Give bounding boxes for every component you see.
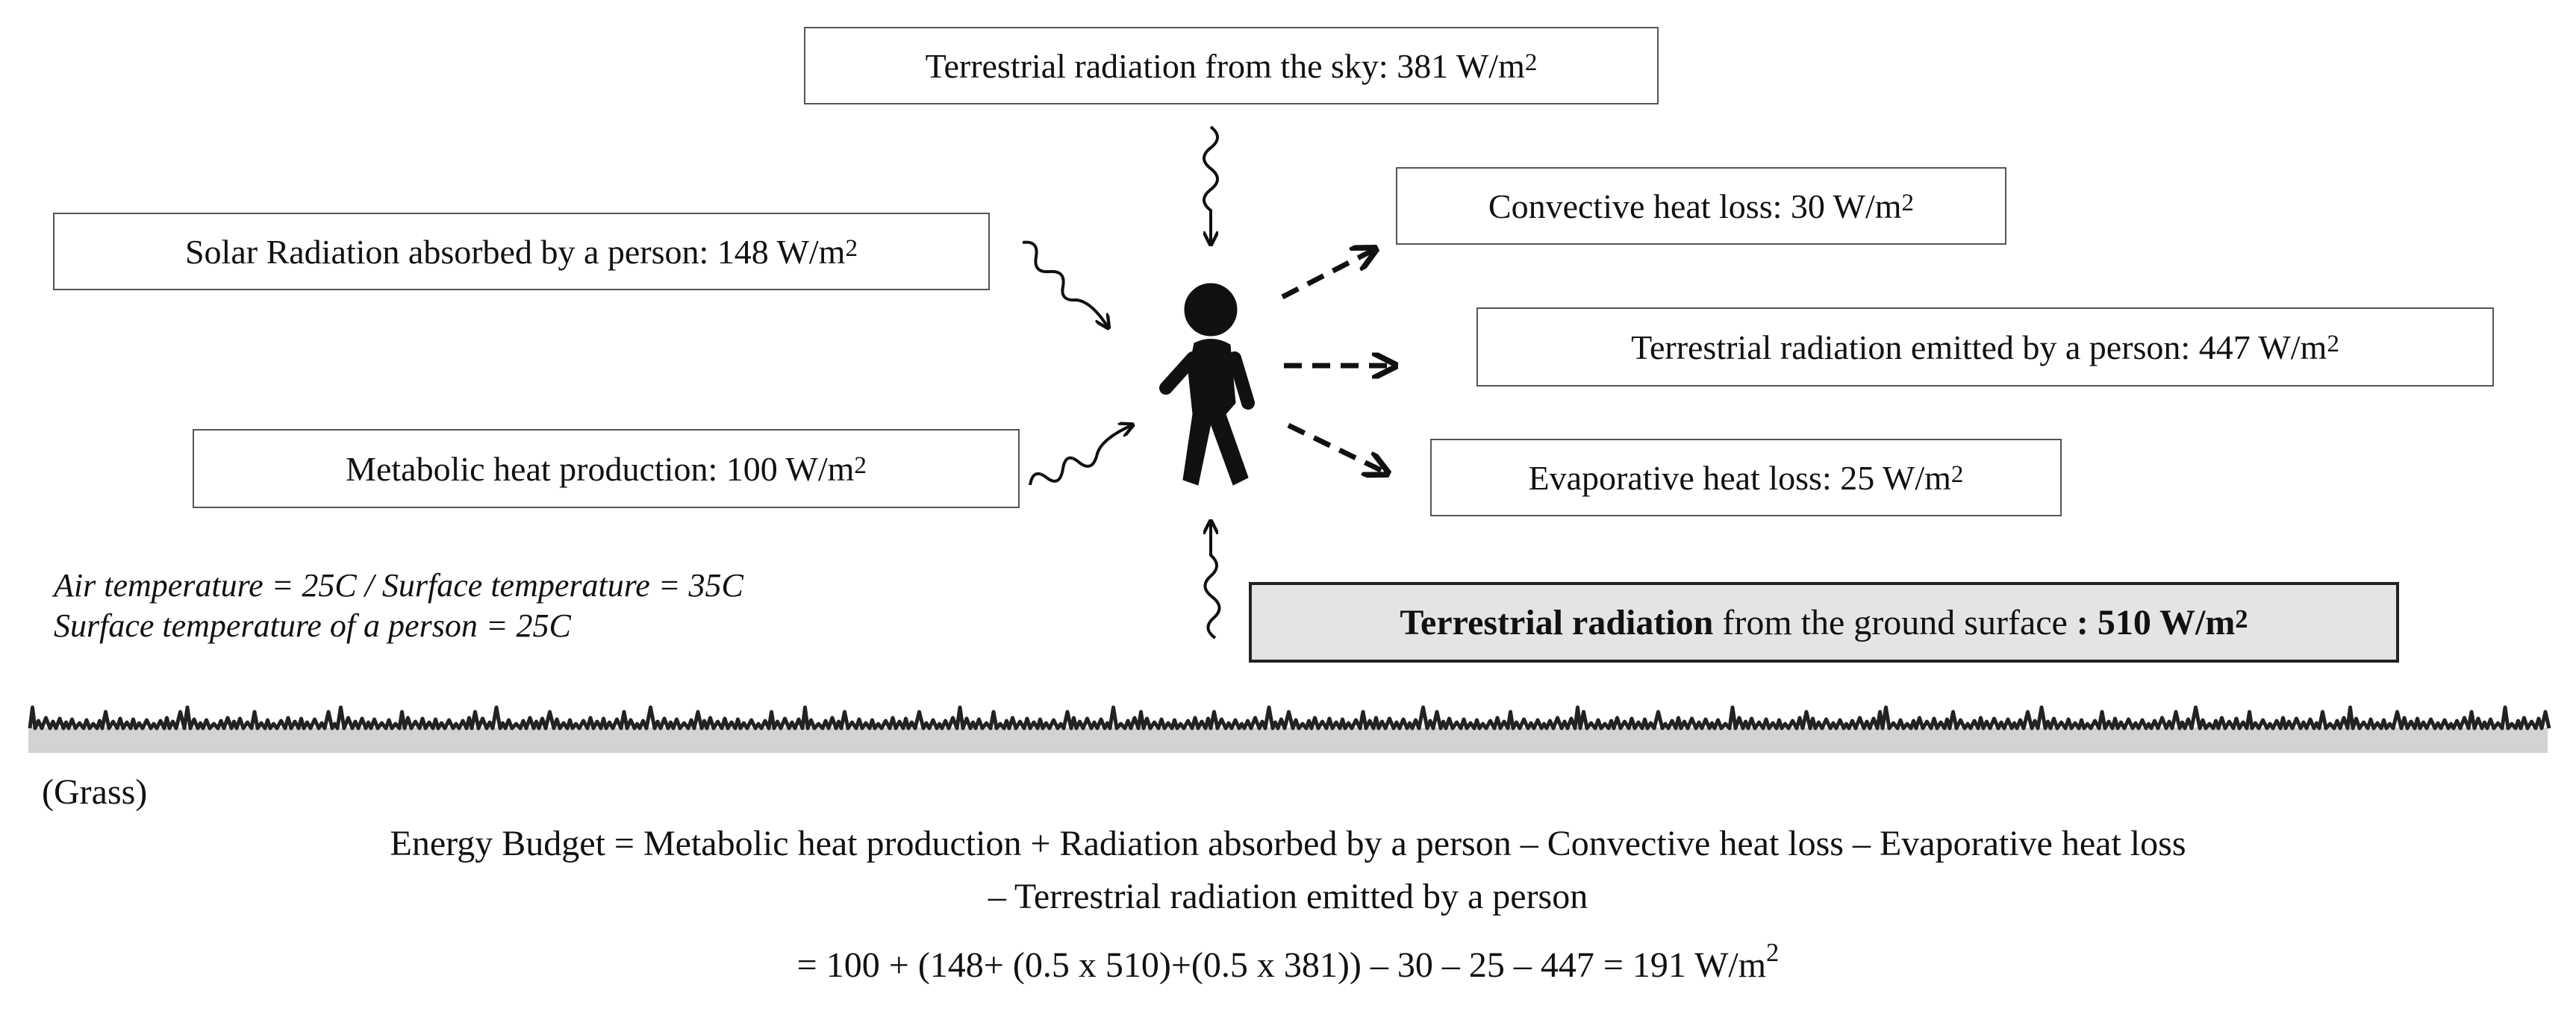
equation-line-2: – Terrestrial radiation emitted by a per… xyxy=(988,877,1588,916)
ground-radiation-label-middle: from the ground surface xyxy=(1713,602,2077,642)
sky-radiation-arrow xyxy=(1203,125,1219,243)
grass-label: (Grass) xyxy=(42,772,148,812)
evaporative-loss-label: Evaporative heat loss: 25 W/m xyxy=(1528,458,1951,497)
person-icon xyxy=(1159,283,1255,486)
solar-radiation-box: Solar Radiation absorbed by a person: 14… xyxy=(53,213,990,290)
solar-radiation-label: Solar Radiation absorbed by a person: 14… xyxy=(184,232,846,271)
metabolic-heat-arrow xyxy=(1029,425,1132,486)
ground-radiation-value: : 510 W/m xyxy=(2076,602,2236,642)
grass-line xyxy=(28,705,2551,731)
emitted-radiation-label: Terrestrial radiation emitted by a perso… xyxy=(1631,328,2327,366)
metabolic-heat-label: Metabolic heat production: 100 W/m xyxy=(346,449,855,488)
equation-line-1: Energy Budget = Metabolic heat productio… xyxy=(390,824,2186,863)
equation-result-text: = 100 + (148+ (0.5 x 510)+(0.5 x 381)) –… xyxy=(796,945,1767,985)
ground-radiation-label-bold: Terrestrial radiation xyxy=(1400,602,1714,642)
temperature-notes: Air temperature = 25C / Surface temperat… xyxy=(54,566,743,646)
ground-radiation-arrow xyxy=(1205,522,1221,639)
convective-loss-label: Convective heat loss: 30 W/m xyxy=(1488,187,1902,225)
air-temperature-note: Air temperature = 25C / Surface temperat… xyxy=(54,567,743,604)
equation-result-exponent: 2 xyxy=(1766,938,1780,967)
evaporative-loss-arrow xyxy=(1287,422,1385,472)
solar-radiation-arrow xyxy=(1022,240,1108,327)
equation-result: = 100 + (148+ (0.5 x 510)+(0.5 x 381)) –… xyxy=(0,940,2576,986)
sky-radiation-box: Terrestrial radiation from the sky: 381 … xyxy=(804,27,1659,104)
ground-radiation-box: Terrestrial radiation from the ground su… xyxy=(1249,582,2399,663)
convective-loss-arrow xyxy=(1281,250,1373,300)
person-temperature-note: Surface temperature of a person = 25C xyxy=(54,607,571,644)
emitted-radiation-box: Terrestrial radiation emitted by a perso… xyxy=(1476,307,2494,387)
ground-band xyxy=(28,728,2548,753)
sky-radiation-label: Terrestrial radiation from the sky: 381 … xyxy=(925,46,1525,85)
